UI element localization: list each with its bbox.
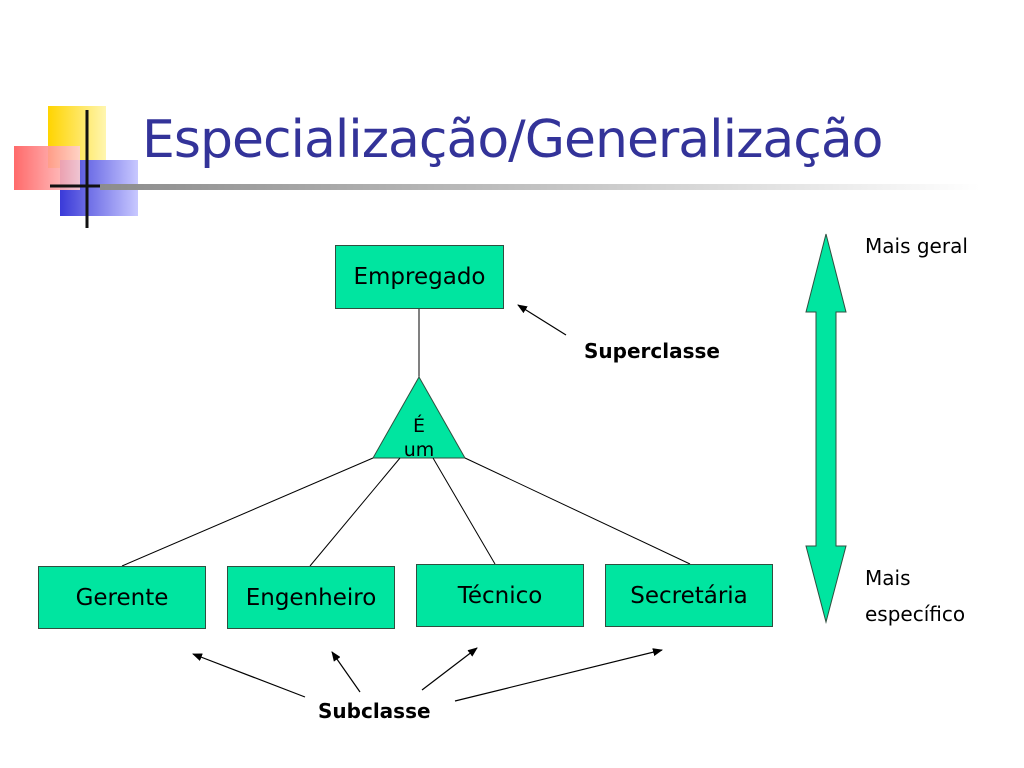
- box-secretaria: Secretária: [605, 564, 773, 627]
- box-gerente: Gerente: [38, 566, 206, 629]
- isa-label-bottom: um: [403, 439, 435, 461]
- title-underline: [100, 184, 980, 190]
- superclass-arrow: [517, 304, 567, 336]
- isa-label: É um: [398, 414, 440, 462]
- connector-tecnico: [432, 457, 496, 565]
- superclass-label: Superclasse: [584, 339, 720, 363]
- isa-triangle: [372, 375, 466, 459]
- slide-title: Especialização/Generalização: [142, 110, 883, 170]
- connector-gerente: [121, 457, 374, 567]
- box-tecnico: Técnico: [416, 564, 584, 627]
- connector-secretaria: [464, 457, 691, 565]
- box-engenheiro: Engenheiro: [227, 566, 395, 629]
- subclass-arrow-secretaria: [454, 648, 663, 702]
- subclass-label: Subclasse: [318, 699, 431, 723]
- red-square: [14, 146, 80, 190]
- scale-bottom-label-line1: Mais: [865, 566, 911, 590]
- scale-top-label: Mais geral: [865, 234, 968, 258]
- box-empregado: Empregado: [335, 245, 504, 309]
- connector-engenheiro: [309, 457, 401, 567]
- isa-label-top: É: [412, 415, 425, 437]
- generality-double-arrow: [805, 233, 847, 624]
- scale-bottom-label-line2: específico: [865, 602, 966, 626]
- subclass-arrow-engenheiro: [331, 651, 361, 693]
- subclass-arrow-gerente: [192, 653, 306, 698]
- subclass-arrow-tecnico: [421, 647, 478, 691]
